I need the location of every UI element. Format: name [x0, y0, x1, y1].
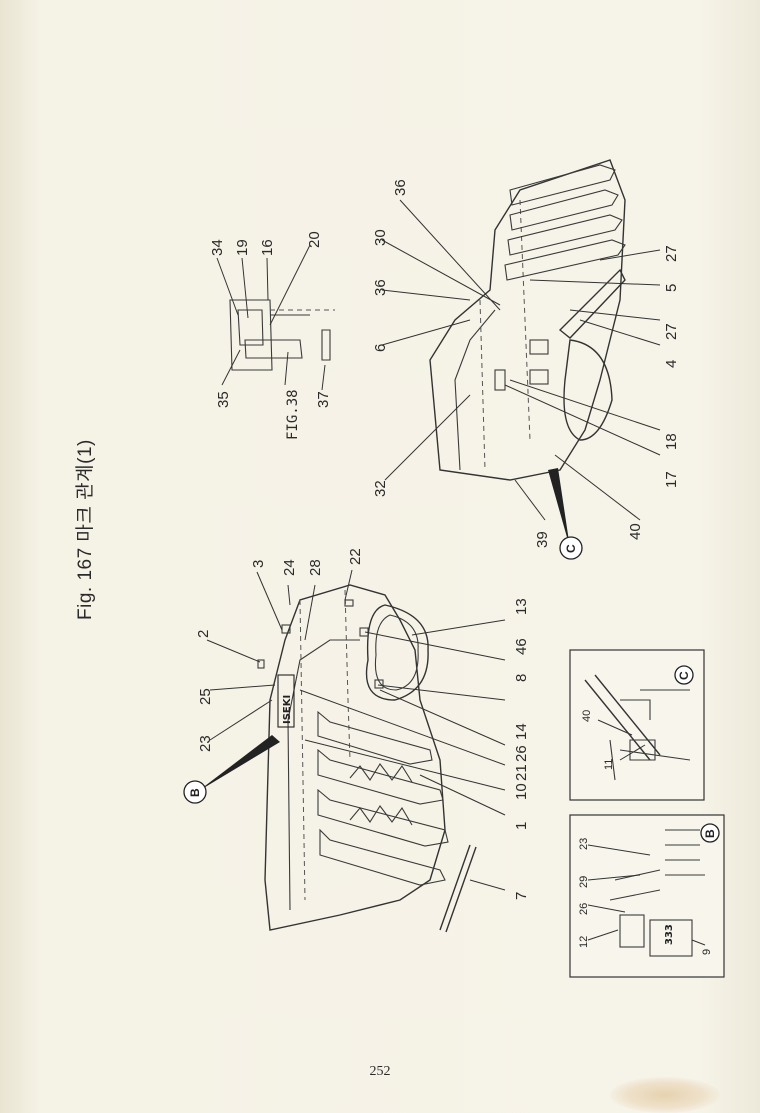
- callout-37: 37: [315, 391, 332, 408]
- callout-2: 2: [195, 630, 212, 638]
- callout-27-low: 27: [663, 323, 680, 340]
- inset-b-callout-29: 29: [578, 876, 590, 888]
- callout-24: 24: [281, 559, 298, 576]
- callout-22: 22: [347, 548, 364, 565]
- callout-8: 8: [513, 674, 530, 682]
- figure-title: Fig. 167 마크 관계(1): [75, 439, 96, 620]
- svg-text:B: B: [703, 829, 717, 838]
- svg-text:333: 333: [664, 924, 675, 945]
- badge-b: B: [183, 780, 207, 804]
- inset-c: C 40 11: [569, 649, 705, 801]
- svg-text:C: C: [564, 544, 578, 553]
- page-number: 252: [369, 1064, 391, 1079]
- callout-6: 6: [372, 344, 389, 352]
- svg-text:C: C: [677, 671, 691, 680]
- callout-40: 40: [627, 523, 644, 540]
- callout-5: 5: [663, 284, 680, 292]
- callout-27-high: 27: [663, 245, 680, 262]
- callout-3: 3: [250, 560, 267, 568]
- iseki-logo: ISEKI: [282, 695, 293, 724]
- callout-32: 32: [372, 480, 389, 497]
- callout-7: 7: [513, 892, 530, 900]
- callout-17: 17: [663, 471, 680, 488]
- callout-10: 10: [513, 783, 530, 800]
- callout-19: 19: [234, 239, 251, 256]
- svg-text:B: B: [188, 788, 202, 797]
- rear-view: [381, 159, 661, 548]
- inset-b-callout-12: 12: [578, 936, 590, 948]
- callout-30: 30: [372, 229, 389, 246]
- callout-13: 13: [513, 598, 530, 615]
- inset-b-callout-9: 9: [701, 949, 713, 955]
- detail-view: [216, 244, 335, 391]
- callout-4: 4: [663, 360, 680, 368]
- callout-21: 21: [513, 764, 530, 781]
- paper-stain: [610, 1077, 720, 1113]
- dividers: [317, 710, 449, 886]
- fig-reference: FIG.38: [285, 389, 301, 440]
- main-view-leaders: [206, 569, 506, 891]
- callout-46: 46: [513, 638, 530, 655]
- inset-c-callout-40: 40: [581, 710, 593, 722]
- callout-14: 14: [513, 723, 530, 740]
- inset-b-callout-23: 23: [578, 838, 590, 850]
- rear-view-callouts: 36 30 36 6 32 39 40 17 18 4 27 5 27: [372, 179, 680, 548]
- callout-20: 20: [306, 231, 323, 248]
- main-view-callouts: 2 3 24 28 22 25 23 13 46 8 14 26 21 10 1…: [195, 548, 530, 900]
- callout-36-mid: 36: [372, 279, 389, 296]
- callout-1: 1: [513, 822, 530, 830]
- callout-34: 34: [209, 239, 226, 256]
- callout-26: 26: [513, 745, 530, 762]
- callout-36-top: 36: [392, 179, 409, 196]
- callout-35: 35: [215, 391, 232, 408]
- callout-23: 23: [197, 735, 214, 752]
- callout-16: 16: [259, 239, 276, 256]
- badge-c: C: [559, 536, 583, 560]
- main-view: ISEKI: [197, 569, 506, 933]
- rear-blades: [504, 164, 626, 281]
- callout-18: 18: [663, 433, 680, 450]
- callout-28: 28: [307, 559, 324, 576]
- inset-c-callout-11: 11: [603, 759, 615, 770]
- inset-b: 333 B 12 26 29 23 9: [569, 814, 725, 978]
- callout-25: 25: [197, 688, 214, 705]
- detail-view-callouts: 34 19 16 20 35 37 FIG.38: [209, 231, 332, 440]
- inset-b-callout-26: 26: [578, 903, 590, 915]
- callout-39: 39: [534, 531, 551, 548]
